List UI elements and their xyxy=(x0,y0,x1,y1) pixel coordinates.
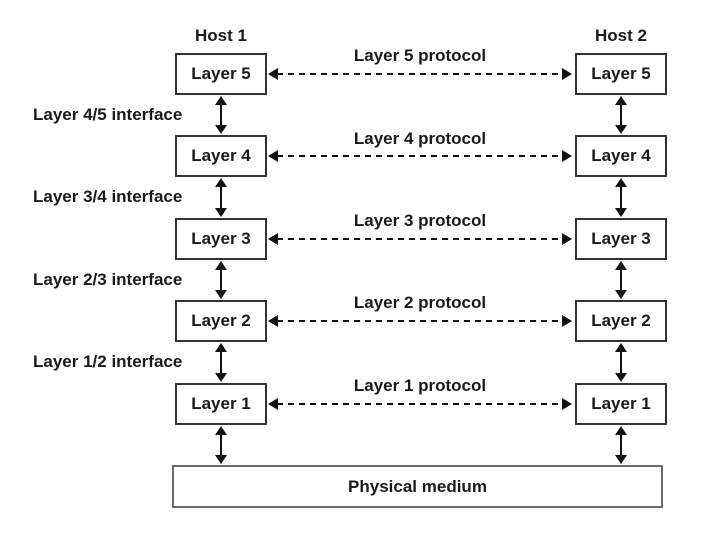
layer-1-2-interface-label: Layer 1/2 interface xyxy=(33,352,183,371)
arrow-left-icon xyxy=(268,315,278,327)
arrow-right-icon xyxy=(562,398,572,410)
arrow-shaft xyxy=(620,433,622,457)
layer-2-protocol-label: Layer 2 protocol xyxy=(353,293,487,312)
layer-3-protocol-label: Layer 3 protocol xyxy=(353,211,487,230)
arrow-shaft xyxy=(220,185,222,210)
arrow-right-icon xyxy=(562,233,572,245)
layer-4-5-interface-label: Layer 4/5 interface xyxy=(33,105,183,124)
host-1-arrow-layer-1-medium xyxy=(215,426,227,464)
arrow-down-icon xyxy=(615,290,627,299)
arrow-shaft xyxy=(220,268,222,292)
arrow-right-icon xyxy=(562,315,572,327)
arrow-down-icon xyxy=(615,208,627,217)
arrow-left-icon xyxy=(268,233,278,245)
layer-3-protocol-arrow xyxy=(268,233,572,245)
arrow-down-icon xyxy=(615,373,627,382)
arrow-shaft xyxy=(620,350,622,375)
arrow-up-icon xyxy=(615,343,627,352)
arrow-down-icon xyxy=(615,455,627,464)
host-1-layer-4-box: Layer 4 xyxy=(175,135,267,177)
layer-4-protocol-label: Layer 4 protocol xyxy=(353,129,487,148)
layer-4-protocol-arrow xyxy=(268,150,572,162)
host-1-layer-5-box: Layer 5 xyxy=(175,53,267,95)
arrow-left-icon xyxy=(268,68,278,80)
arrow-right-icon xyxy=(562,150,572,162)
layer-1-protocol-arrow xyxy=(268,398,572,410)
arrow-shaft xyxy=(220,433,222,457)
layer-2-3-interface-label: Layer 2/3 interface xyxy=(33,270,183,289)
arrow-up-icon xyxy=(615,178,627,187)
arrow-left-icon xyxy=(268,398,278,410)
arrow-shaft xyxy=(620,103,622,127)
host-1-title: Host 1 xyxy=(195,26,247,45)
arrow-up-icon xyxy=(615,426,627,435)
host-1-arrow-layer-4-3 xyxy=(215,178,227,217)
dashed-line xyxy=(277,238,563,240)
arrow-down-icon xyxy=(615,125,627,134)
layer-3-4-interface-label: Layer 3/4 interface xyxy=(33,187,183,206)
layer-5-protocol-label: Layer 5 protocol xyxy=(353,46,487,65)
host-2-layer-3-box: Layer 3 xyxy=(575,218,667,260)
dashed-line xyxy=(277,73,563,75)
layer-5-protocol-arrow xyxy=(268,68,572,80)
arrow-shaft xyxy=(620,185,622,210)
arrow-down-icon xyxy=(215,455,227,464)
arrow-right-icon xyxy=(562,68,572,80)
host-2-layer-4-box: Layer 4 xyxy=(575,135,667,177)
arrow-down-icon xyxy=(215,125,227,134)
host-2-arrow-layer-4-3 xyxy=(615,178,627,217)
arrow-shaft xyxy=(620,268,622,292)
arrow-up-icon xyxy=(215,178,227,187)
arrow-up-icon xyxy=(215,261,227,270)
arrow-down-icon xyxy=(215,290,227,299)
host-1-arrow-layer-5-4 xyxy=(215,96,227,134)
host-2-arrow-layer-1-medium xyxy=(615,426,627,464)
arrow-up-icon xyxy=(615,261,627,270)
arrow-shaft xyxy=(220,350,222,375)
arrow-down-icon xyxy=(215,373,227,382)
host-1-layer-1-box: Layer 1 xyxy=(175,383,267,425)
host-2-layer-1-box: Layer 1 xyxy=(575,383,667,425)
arrow-up-icon xyxy=(615,96,627,105)
layer-2-protocol-arrow xyxy=(268,315,572,327)
host-1-layer-3-box: Layer 3 xyxy=(175,218,267,260)
dashed-line xyxy=(277,155,563,157)
host-1-layer-2-box: Layer 2 xyxy=(175,300,267,342)
arrow-shaft xyxy=(220,103,222,127)
host-2-arrow-layer-5-4 xyxy=(615,96,627,134)
host-2-layer-2-box: Layer 2 xyxy=(575,300,667,342)
dashed-line xyxy=(277,403,563,405)
host-2-arrow-layer-2-1 xyxy=(615,343,627,382)
host-1-arrow-layer-3-2 xyxy=(215,261,227,299)
dashed-line xyxy=(277,320,563,322)
host-2-layer-5-box: Layer 5 xyxy=(575,53,667,95)
host-2-title: Host 2 xyxy=(595,26,647,45)
host-2-arrow-layer-3-2 xyxy=(615,261,627,299)
arrow-up-icon xyxy=(215,96,227,105)
arrow-up-icon xyxy=(215,343,227,352)
host-1-arrow-layer-2-1 xyxy=(215,343,227,382)
arrow-up-icon xyxy=(215,426,227,435)
layer-1-protocol-label: Layer 1 protocol xyxy=(353,376,487,395)
physical-medium-box: Physical medium xyxy=(172,465,663,508)
arrow-down-icon xyxy=(215,208,227,217)
arrow-left-icon xyxy=(268,150,278,162)
